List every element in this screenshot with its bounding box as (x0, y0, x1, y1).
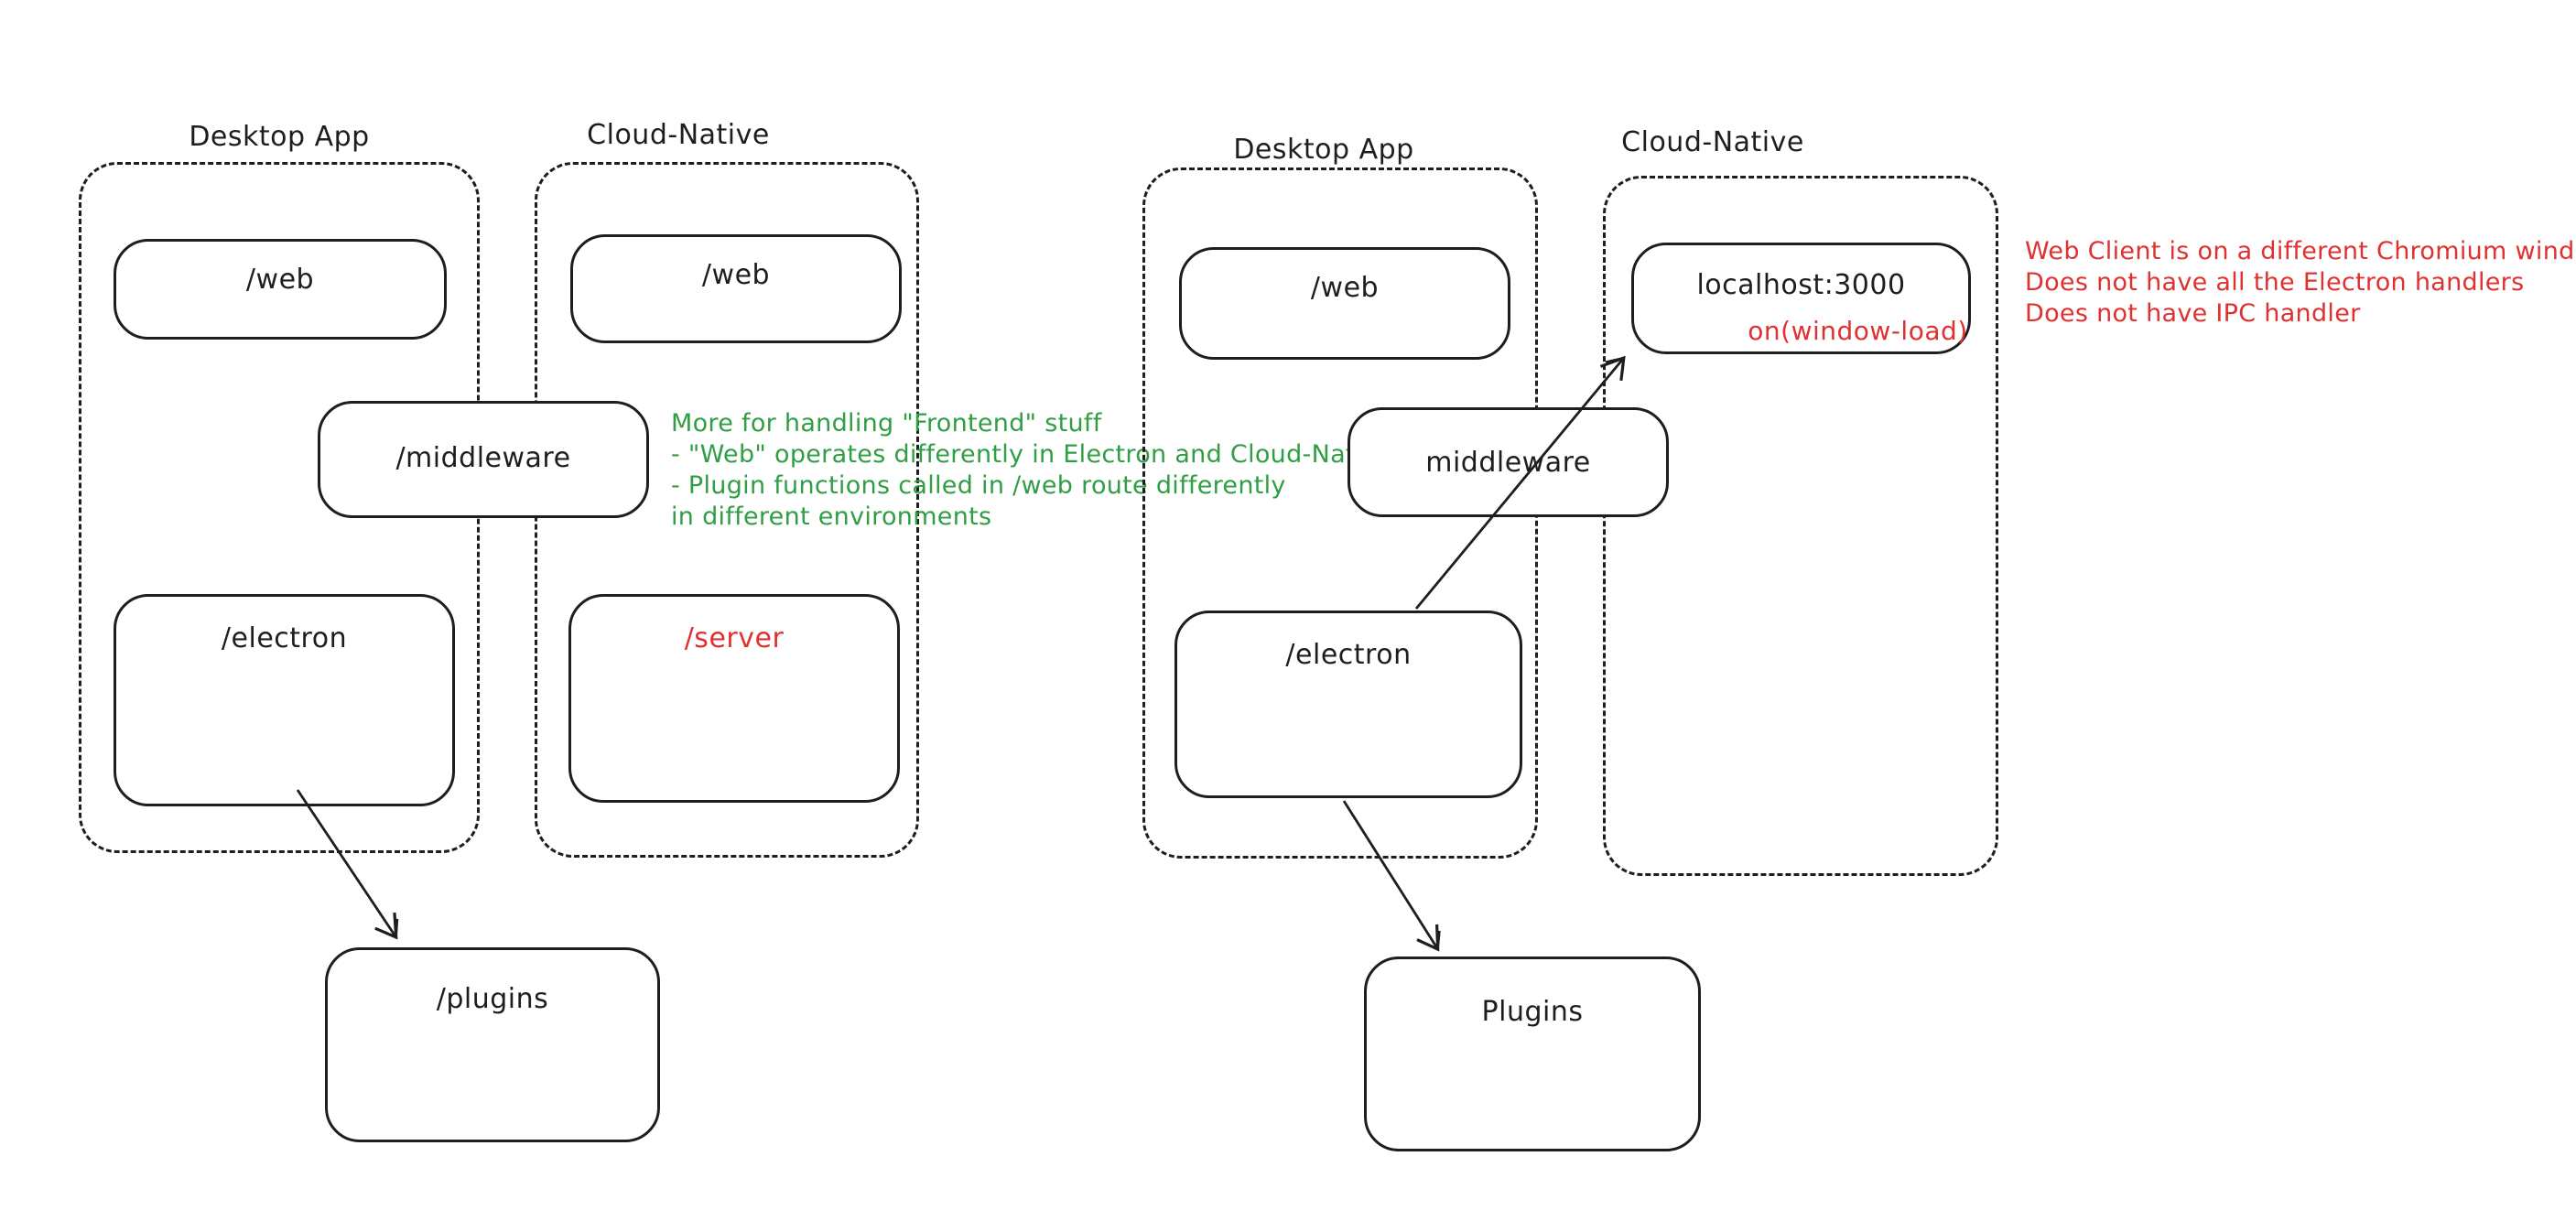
red-note-line-3: Does not have IPC handler (2025, 299, 2361, 328)
green-note-line-3: - Plugin functions called in /web route … (671, 471, 1286, 500)
node-middleware-left-label: /middleware (395, 442, 571, 474)
green-note: More for handling "Frontend" stuff - "We… (671, 408, 1393, 533)
node-web-desktop-left-label: /web (245, 264, 315, 296)
right-desktop-app-label: Desktop App (1233, 134, 1414, 166)
node-web-desktop-left: /web (114, 239, 447, 340)
red-note-line-2: Does not have all the Electron handlers (2025, 268, 2525, 297)
node-web-cloud-left: /web (570, 234, 902, 343)
red-note-line-1: Web Client is on a different Chromium wi… (2025, 237, 2576, 265)
node-plugins-right: Plugins (1364, 956, 1701, 1151)
red-note: Web Client is on a different Chromium wi… (2025, 236, 2576, 330)
node-web-cloud-left-label: /web (701, 259, 771, 291)
node-electron-right-label: /electron (1285, 639, 1412, 671)
left-desktop-app-label: Desktop App (189, 121, 370, 153)
node-electron-left-label: /electron (221, 622, 348, 654)
node-localhost-label: localhost:3000 (1696, 269, 1906, 301)
node-middleware-right-label: middleware (1425, 447, 1591, 479)
node-localhost: localhost:3000 on(window-load) (1631, 243, 1971, 354)
node-middleware-right: middleware (1348, 407, 1669, 517)
node-plugins-left-label: /plugins (436, 983, 549, 1015)
node-server-left: /server (568, 594, 900, 803)
node-electron-right: /electron (1174, 611, 1522, 798)
right-cloud-native-label: Cloud-Native (1621, 126, 1804, 158)
node-plugins-left: /plugins (325, 947, 660, 1142)
green-note-line-2: - "Web" operates differently in Electron… (671, 440, 1393, 469)
left-cloud-native-label: Cloud-Native (587, 119, 770, 151)
node-server-left-label: /server (684, 622, 785, 654)
green-note-line-4: in different environments (671, 503, 992, 531)
on-window-load-label: on(window-load) (1748, 316, 1968, 346)
node-electron-left: /electron (114, 594, 455, 806)
node-web-right: /web (1179, 247, 1510, 360)
node-web-right-label: /web (1310, 272, 1380, 304)
green-note-line-1: More for handling "Frontend" stuff (671, 409, 1102, 438)
node-middleware-left: /middleware (318, 401, 649, 518)
node-plugins-right-label: Plugins (1481, 996, 1584, 1028)
